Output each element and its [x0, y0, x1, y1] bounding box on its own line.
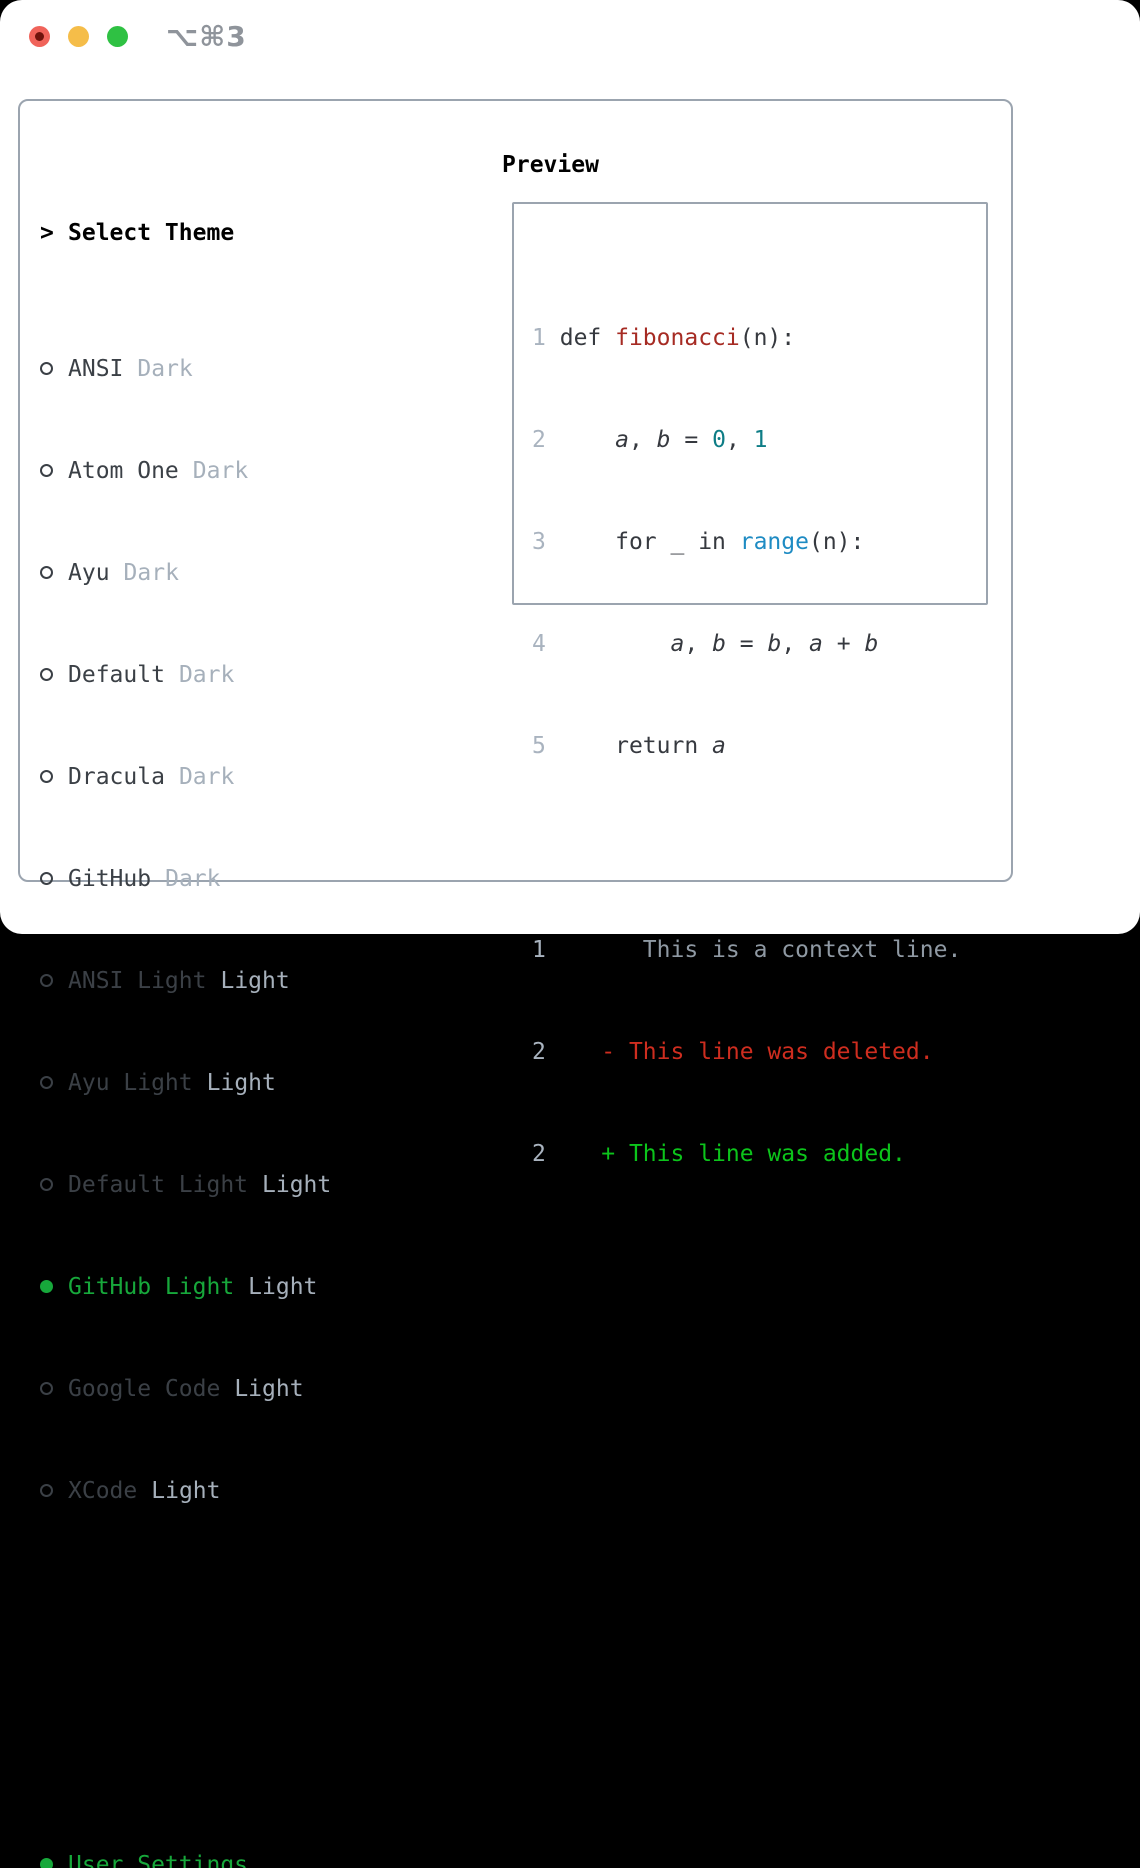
- code-segment-del: - This line was deleted.: [559, 1039, 934, 1065]
- line-number: 2: [532, 1039, 546, 1065]
- close-button[interactable]: [29, 26, 50, 47]
- apply-to-header-label: Apply To: [68, 1750, 179, 1776]
- apply-option-user-settings[interactable]: User Settings: [40, 1848, 428, 1868]
- zoom-button[interactable]: [107, 26, 128, 47]
- radio-icon: [40, 1168, 68, 1202]
- radio-icon: [40, 1066, 68, 1100]
- preview-header: Preview: [502, 152, 599, 178]
- code-segment-var: a: [712, 733, 726, 759]
- line-number: 5: [532, 733, 546, 759]
- code-line: [532, 831, 961, 865]
- code-line: 3 for _ in range(n):: [532, 525, 961, 559]
- code-line: 2 a, b = 0, 1: [532, 423, 961, 457]
- select-theme-header: > Select Theme: [40, 216, 428, 250]
- line-number: 2: [532, 427, 546, 453]
- radio-icon: [40, 1474, 68, 1508]
- minimize-button[interactable]: [68, 26, 89, 47]
- radio-selected-icon: [40, 1848, 68, 1868]
- code-line: 5 return a: [532, 729, 961, 763]
- titlebar: ⌥⌘3: [0, 0, 1140, 75]
- radio-icon: [40, 556, 68, 590]
- code-preview: 1 def fibonacci(n): 2 a, b = 0, 1 3 for …: [532, 253, 961, 1239]
- line-number: 2: [532, 1141, 546, 1167]
- window-title: ⌥⌘3: [166, 20, 247, 53]
- code-segment-fg: ,: [628, 427, 657, 453]
- radio-icon: [40, 658, 68, 692]
- diff-deleted-line: 2 - This line was deleted.: [532, 1035, 961, 1069]
- code-segment-fg: return: [559, 733, 713, 759]
- diff-context-line: 1 This is a context line.: [532, 933, 961, 967]
- code-segment-var: b: [712, 631, 726, 657]
- code-segment-fg: (n):: [808, 529, 865, 555]
- code-line: 1 def fibonacci(n):: [532, 321, 961, 355]
- code-segment-num: 0: [712, 427, 726, 453]
- radio-icon: [40, 862, 68, 896]
- code-segment-call: range: [739, 529, 809, 555]
- code-segment-fg: for _ in: [559, 529, 740, 555]
- line-number: 1: [532, 325, 546, 351]
- code-segment-fg: ,: [684, 631, 713, 657]
- code-segment-fg: [560, 631, 671, 657]
- line-number: 1: [532, 937, 546, 963]
- code-segment-func: fibonacci: [615, 325, 740, 351]
- code-segment-add: + This line was added.: [559, 1141, 906, 1167]
- code-segment-fg: (n):: [739, 325, 796, 351]
- code-segment-fg: =: [725, 631, 768, 657]
- code-segment-var: a: [809, 631, 823, 657]
- close-focus-dot-icon: [35, 32, 44, 41]
- radio-icon: [40, 964, 68, 998]
- code-segment-var: b: [656, 427, 671, 453]
- code-segment-fg: def: [559, 325, 616, 351]
- code-line: 4 a, b = b, a + b: [532, 627, 961, 661]
- radio-selected-icon: [40, 1270, 68, 1304]
- code-segment-ctx: This is a context line.: [559, 937, 962, 963]
- code-segment-fg: [560, 427, 615, 453]
- code-segment-fg: +: [822, 631, 865, 657]
- code-segment-fg: ,: [781, 631, 810, 657]
- line-number: 3: [532, 529, 546, 555]
- apply-to-header: Apply To: [40, 1746, 428, 1780]
- radio-icon: [40, 352, 68, 386]
- code-segment-var: b: [767, 631, 782, 657]
- diff-added-line: 2 + This line was added.: [532, 1137, 961, 1171]
- radio-icon: [40, 760, 68, 794]
- select-theme-header-label: Select Theme: [68, 220, 235, 246]
- code-segment-var: b: [864, 631, 879, 657]
- code-segment-var: a: [615, 427, 629, 453]
- code-segment-num: 1: [753, 427, 768, 453]
- code-segment-fg: ,: [725, 427, 754, 453]
- code-segment-var: a: [670, 631, 685, 657]
- prompt-icon: >: [40, 220, 54, 246]
- radio-icon: [40, 454, 68, 488]
- line-number: 4: [532, 631, 546, 657]
- preview-box: 1 def fibonacci(n): 2 a, b = 0, 1 3 for …: [512, 202, 988, 1167]
- code-segment-fg: =: [670, 427, 713, 453]
- radio-icon: [40, 1372, 68, 1406]
